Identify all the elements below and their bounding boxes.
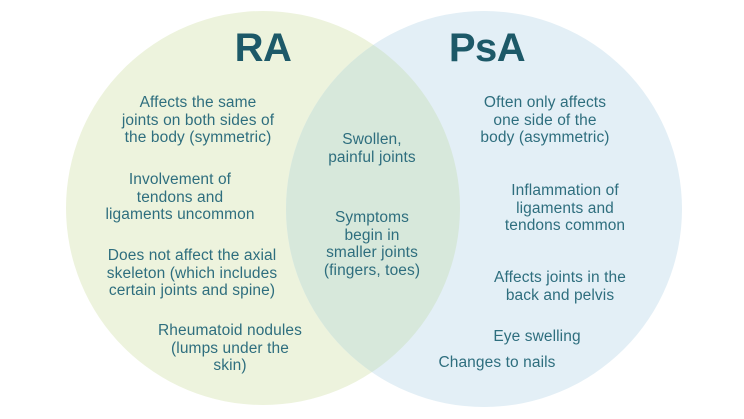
left-circle-title: RA xyxy=(234,26,292,70)
psa-item-eye-swelling: Eye swelling xyxy=(493,328,581,345)
ra-item-axial-skeleton: Does not affect the axial skeleton (whic… xyxy=(106,247,278,299)
psa-item-nail-changes: Changes to nails xyxy=(438,354,556,371)
right-circle-title: PsA xyxy=(448,26,526,70)
shared-item-swollen-joints: Swollen, painful joints xyxy=(328,131,416,166)
psa-item-tendons-common: Inflammation of ligaments and tendons co… xyxy=(504,182,626,234)
psa-item-asymmetric: Often only affects one side of the body … xyxy=(480,94,610,146)
ra-item-tendons-uncommon: Involvement of tendons and ligaments unc… xyxy=(105,171,255,223)
ra-item-symmetric-joints: Affects the same joints on both sides of… xyxy=(121,94,275,146)
ra-item-rheumatoid-nodules: Rheumatoid nodules (lumps under the skin… xyxy=(158,322,302,374)
shared-item-smaller-joints: Symptoms begin in smaller joints (finger… xyxy=(323,209,421,279)
psa-item-back-pelvis: Affects joints in the back and pelvis xyxy=(494,269,626,304)
overlap-region xyxy=(286,11,460,405)
